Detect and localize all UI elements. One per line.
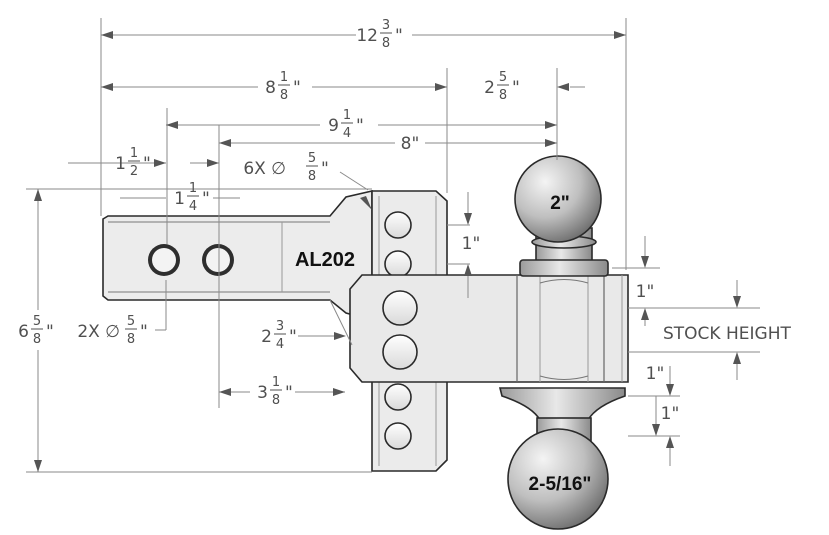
- shank-hole-1: [148, 244, 180, 276]
- dim-overall-height: 6 5 8 ": [18, 314, 54, 347]
- svg-text:2: 2: [261, 327, 272, 347]
- svg-text:3: 3: [257, 383, 268, 403]
- mount-hole: [384, 422, 412, 450]
- svg-text:8: 8: [280, 88, 288, 103]
- dim-mount-holes: 6X ∅ 5 8 ": [243, 151, 329, 184]
- svg-text:": ": [202, 189, 210, 209]
- svg-text:": ": [143, 154, 151, 174]
- mount-hole: [384, 211, 412, 239]
- dim-stock-gap: 1": [646, 364, 665, 384]
- dim-hole-pitch: 1": [462, 234, 481, 254]
- stock-height-label: STOCK HEIGHT: [663, 324, 791, 344]
- svg-text:8: 8: [33, 332, 41, 347]
- svg-text:8: 8: [272, 393, 280, 408]
- svg-text:1: 1: [343, 108, 351, 123]
- dim-drop: 2 3 4 ": [261, 319, 297, 352]
- svg-text:2: 2: [130, 164, 138, 179]
- svg-text:2: 2: [484, 78, 495, 98]
- mount-hole: [382, 290, 418, 326]
- bottom-ball-size: 2-5/16": [529, 474, 592, 495]
- svg-text:5: 5: [308, 151, 316, 166]
- mount-hole: [382, 334, 418, 370]
- top-ball-size: 2": [550, 193, 570, 214]
- svg-text:": ": [512, 78, 520, 98]
- svg-text:": ": [395, 26, 403, 46]
- svg-text:12: 12: [356, 26, 378, 46]
- bottom-hitch-ball: [498, 387, 626, 530]
- ball-mount-head: [349, 274, 629, 383]
- svg-text:8: 8: [308, 169, 316, 184]
- svg-text:8: 8: [127, 332, 135, 347]
- svg-text:4: 4: [189, 199, 197, 214]
- svg-text:": ": [321, 159, 329, 179]
- dim-lower-gap: 1": [661, 404, 680, 424]
- svg-text:5: 5: [127, 314, 135, 329]
- svg-text:": ": [293, 78, 301, 98]
- svg-text:": ": [285, 383, 293, 403]
- shank-hole-2: [202, 244, 234, 276]
- svg-text:5: 5: [499, 70, 507, 85]
- svg-text:9: 9: [328, 116, 339, 136]
- svg-text:": ": [140, 322, 148, 342]
- svg-text:1: 1: [115, 154, 126, 174]
- dim-ball-offset: 2 5 8 ": [484, 70, 520, 103]
- mount-hole: [384, 250, 412, 278]
- model-label: AL202: [295, 249, 355, 271]
- dimension-lines: [26, 18, 760, 473]
- svg-text:1: 1: [174, 189, 185, 209]
- dim-shank-to-ball: 8 1 8 ": [265, 70, 301, 103]
- dim-hole-spacing: 1 1 2 ": [115, 146, 151, 179]
- svg-text:3: 3: [382, 18, 390, 33]
- dim-head-top: 1": [636, 282, 655, 302]
- svg-text:4: 4: [276, 337, 284, 352]
- svg-text:1: 1: [272, 375, 280, 390]
- dim-hole-end-offset: 1 1 4 ": [174, 181, 210, 214]
- mount-hole: [384, 383, 412, 411]
- dim-hole-to-shoulder: 3 1 8 ": [257, 375, 293, 408]
- svg-text:4: 4: [343, 126, 351, 141]
- svg-text:8: 8: [382, 36, 390, 51]
- svg-text:1: 1: [130, 146, 138, 161]
- top-hitch-ball: [514, 155, 609, 277]
- svg-text:": ": [46, 322, 54, 342]
- svg-text:": ": [289, 327, 297, 347]
- svg-text:8: 8: [499, 88, 507, 103]
- svg-text:6X ∅: 6X ∅: [243, 159, 286, 179]
- svg-text:8: 8: [265, 78, 276, 98]
- dim-hole-to-ball: 9 1 4 ": [328, 108, 364, 141]
- svg-text:2X ∅: 2X ∅: [77, 322, 120, 342]
- svg-text:6: 6: [18, 322, 29, 342]
- svg-text:1: 1: [280, 70, 288, 85]
- dim-overall-length: 12 3 8 ": [356, 18, 402, 51]
- svg-text:3: 3: [276, 319, 284, 334]
- dim-second-hole-to-ball: 8": [401, 134, 420, 154]
- svg-text:1: 1: [189, 181, 197, 196]
- svg-text:5: 5: [33, 314, 41, 329]
- svg-text:": ": [356, 116, 364, 136]
- dim-shank-holes: 2X ∅ 5 8 ": [77, 314, 148, 347]
